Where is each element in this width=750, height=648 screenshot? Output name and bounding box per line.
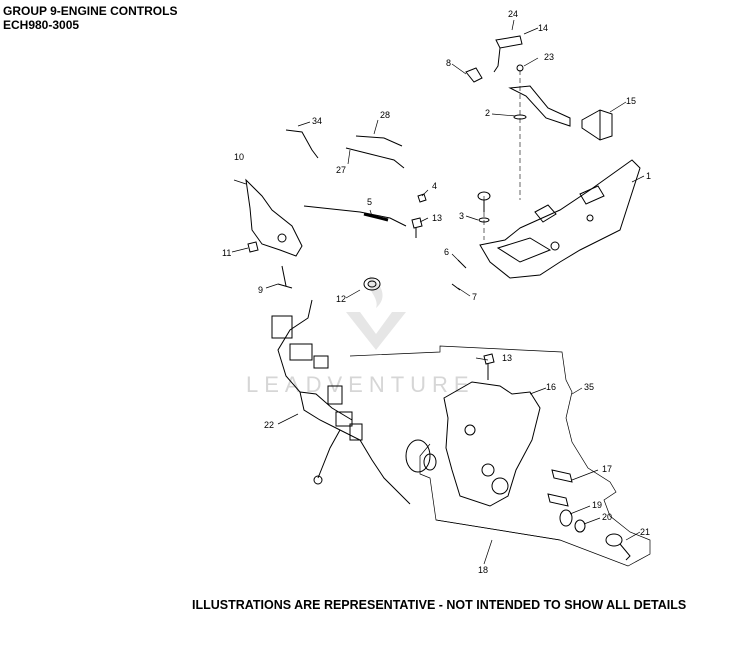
part-16-control-panel (443, 381, 541, 507)
callout-16: 16 (546, 382, 556, 392)
callout-28: 28 (380, 110, 390, 120)
part-9-bolt (277, 265, 293, 289)
callout-1: 1 (646, 171, 651, 181)
callout-6: 6 (444, 247, 449, 257)
part-13-bolt-panel (483, 353, 495, 380)
callout-35: 35 (584, 382, 594, 392)
callout-3: 3 (459, 211, 464, 221)
callout-10: 10 (234, 152, 244, 162)
callout-24: 24 (508, 9, 518, 19)
page-title: GROUP 9-ENGINE CONTROLS (3, 4, 178, 18)
center-lines (483, 70, 521, 240)
callout-2: 2 (485, 108, 490, 118)
watermark-text: LEADVENTURE (246, 372, 475, 397)
callout-20: 20 (602, 512, 612, 522)
callout-22: 22 (264, 420, 274, 430)
callout-15: 15 (626, 96, 636, 106)
small-fasteners (411, 191, 491, 291)
callout-13-upper: 13 (432, 213, 442, 223)
callout-17: 17 (602, 464, 612, 474)
part-1-control-bracket (479, 159, 641, 279)
callout-19: 19 (592, 500, 602, 510)
part-22-wire-harness (271, 299, 411, 505)
callout-labels: 1 2 3 4 5 6 7 8 9 10 11 12 13 13 14 15 1… (222, 9, 651, 575)
callout-8: 8 (446, 58, 451, 68)
callout-12: 12 (336, 294, 346, 304)
callout-27: 27 (336, 165, 346, 175)
part-14-linkage (493, 35, 571, 127)
callout-11: 11 (222, 248, 231, 258)
part-10-bracket (245, 178, 303, 257)
callout-14: 14 (538, 23, 548, 33)
part-11-nut (247, 241, 259, 253)
callout-7: 7 (472, 292, 477, 302)
disclaimer-footer: ILLUSTRATIONS ARE REPRESENTATIVE - NOT I… (192, 598, 687, 612)
part-5-spring-rod (303, 205, 407, 227)
callout-5: 5 (367, 197, 372, 207)
callout-9: 9 (258, 285, 263, 295)
gauge-knob (405, 439, 437, 473)
model-number: ECH980-3005 (3, 18, 80, 32)
watermark: LEADVENTURE (246, 276, 475, 397)
callout-18: 18 (478, 565, 488, 575)
callout-34: 34 (312, 116, 322, 126)
part-18-35-group-outline (349, 345, 651, 567)
parts-rods (285, 129, 405, 169)
callout-23: 23 (544, 52, 554, 62)
callout-4: 4 (432, 181, 437, 191)
callout-21: 21 (640, 527, 650, 537)
parts-17-21 (547, 469, 631, 561)
part-8-clip (465, 67, 483, 83)
part-12-clamp (363, 277, 381, 291)
leader-lines (231, 19, 645, 565)
part-15-block (581, 109, 613, 141)
callout-13-lower: 13 (502, 353, 512, 363)
